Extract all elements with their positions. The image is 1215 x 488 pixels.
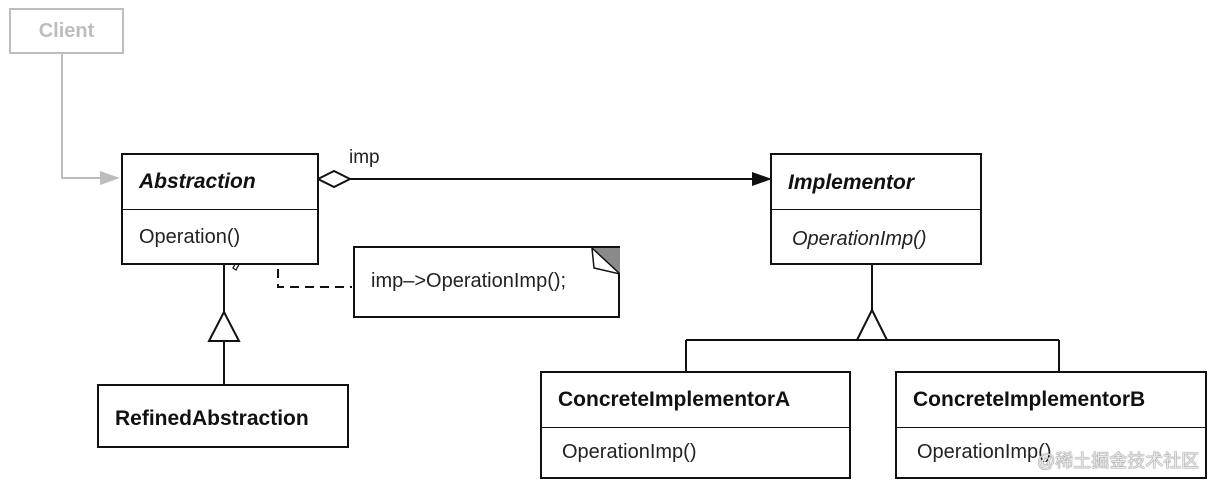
implementor-class: Implementor OperationImp(): [770, 153, 982, 265]
implementor-divider: [772, 209, 980, 210]
client-arrowhead-icon: [100, 171, 120, 185]
client-box: Client: [9, 8, 124, 54]
note-folded-corner-icon: [591, 246, 620, 275]
abstraction-class: Abstraction Operation(): [121, 153, 319, 265]
abstraction-divider: [123, 209, 317, 210]
concrete-b-name: ConcreteImplementorB: [913, 388, 1146, 411]
association-label: imp: [349, 147, 380, 168]
concrete-b-operation: OperationImp(): [917, 441, 1052, 463]
code-note: imp–>OperationImp();: [353, 246, 620, 318]
note-text: imp–>OperationImp();: [371, 270, 567, 292]
inheritance-triangle-icon: [207, 309, 241, 342]
implementor-name: Implementor: [788, 171, 915, 194]
aggregation-diamond-icon: [315, 169, 353, 189]
implementor-triangle-icon: [855, 307, 889, 341]
abstraction-operation: Operation(): [139, 226, 241, 248]
abstraction-name: Abstraction: [139, 170, 256, 193]
concrete-implementor-a-class: ConcreteImplementorA OperationImp(): [540, 371, 851, 479]
implementor-operation: OperationImp(): [792, 228, 927, 250]
watermark: @稀土掘金技术社区: [1037, 451, 1200, 471]
refined-abstraction-class: RefinedAbstraction: [97, 384, 349, 448]
association-arrowhead-icon: [752, 172, 772, 186]
client-connector: [61, 53, 104, 179]
concrete-a-operation: OperationImp(): [562, 441, 697, 463]
concrete-a-divider: [542, 427, 849, 428]
concrete-b-divider: [897, 427, 1205, 428]
refined-abstraction-name: RefinedAbstraction: [115, 407, 309, 430]
concrete-a-name: ConcreteImplementorA: [558, 388, 791, 411]
concrete-implementor-b-class: ConcreteImplementorB OperationImp(): [895, 371, 1207, 479]
client-label: Client: [38, 20, 95, 42]
